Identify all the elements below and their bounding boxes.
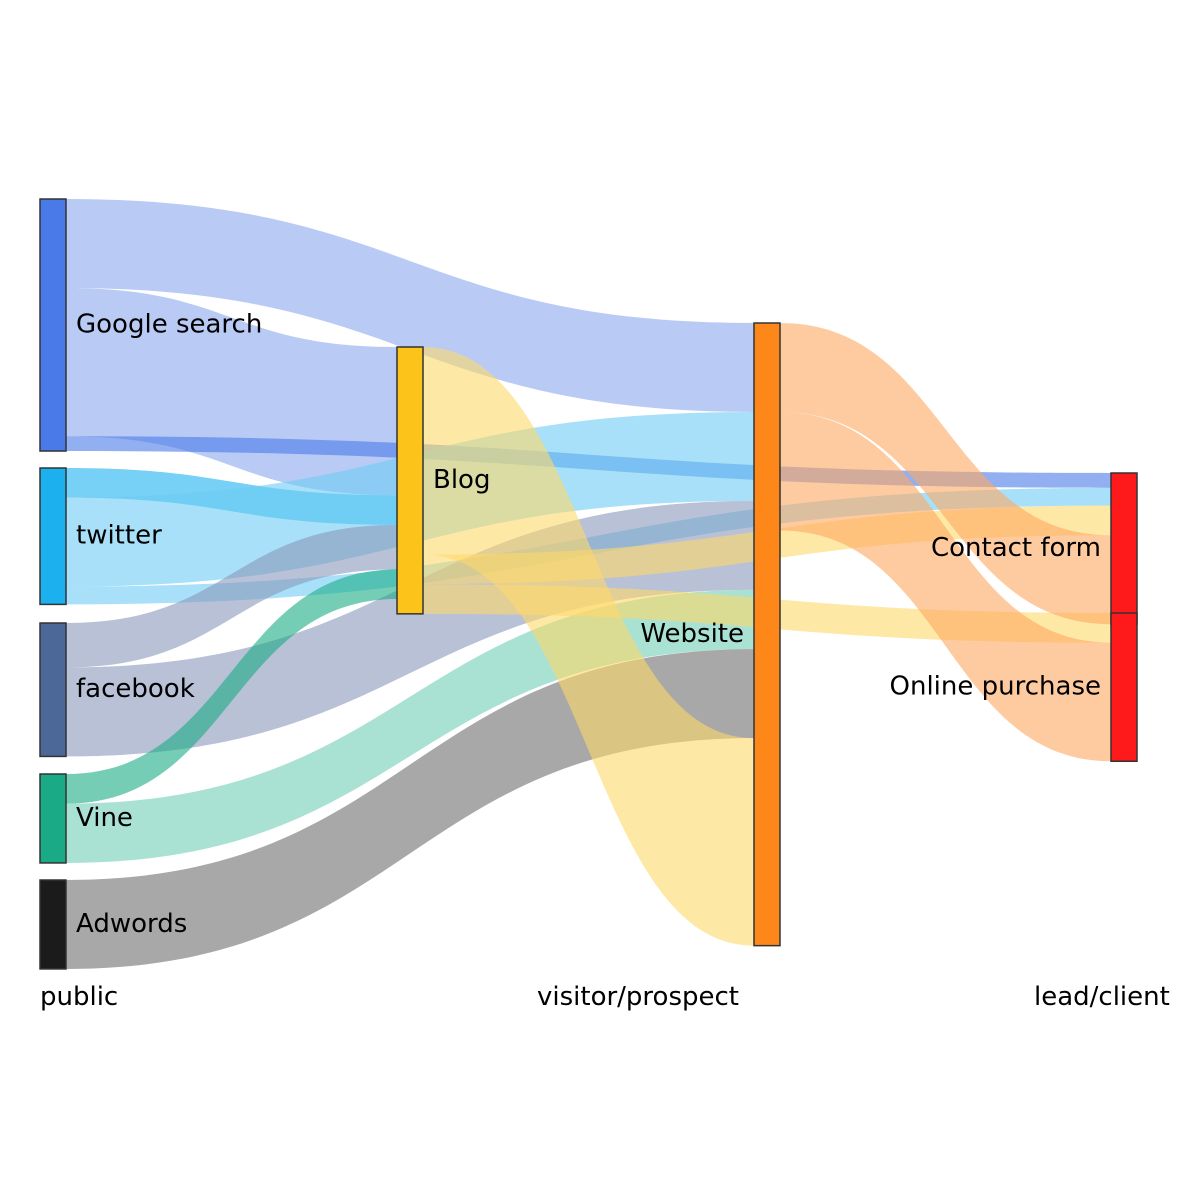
link-facebook-to-blog [66,524,397,668]
node-contact [1110,472,1138,625]
stage-label-2: lead/client [1034,982,1170,1012]
stage-label-0: public [40,982,118,1012]
node-website [753,322,781,947]
node-facebook [39,622,67,758]
node-blog [396,346,424,615]
link-blog-to-website [423,347,754,946]
link-vine-to-blog [66,569,397,804]
link-website-to-online [780,411,1111,762]
node-label-contact: Contact form [931,533,1101,563]
node-vine [39,773,67,864]
link-google-to-website [66,199,754,412]
node-label-twitter: twitter [76,521,162,551]
node-label-vine: Vine [76,803,133,833]
stage-labels: public visitor/prospect lead/client [40,982,1170,1012]
node-label-adwords: Adwords [76,909,187,939]
node-label-blog: Blog [433,465,490,495]
node-label-google: Google search [76,310,262,340]
node-adwords [39,879,67,970]
link-website-to-contact [780,323,1111,625]
node-label-facebook: facebook [76,674,195,704]
stage-label-1: visitor/prospect [537,982,739,1012]
links-layer [66,199,1111,969]
node-twitter [39,467,67,606]
node-label-website: Website [640,619,744,649]
node-label-online: Online purchase [890,672,1101,702]
nodes-layer [39,198,1138,970]
node-online [1110,612,1138,762]
node-google [39,198,67,452]
